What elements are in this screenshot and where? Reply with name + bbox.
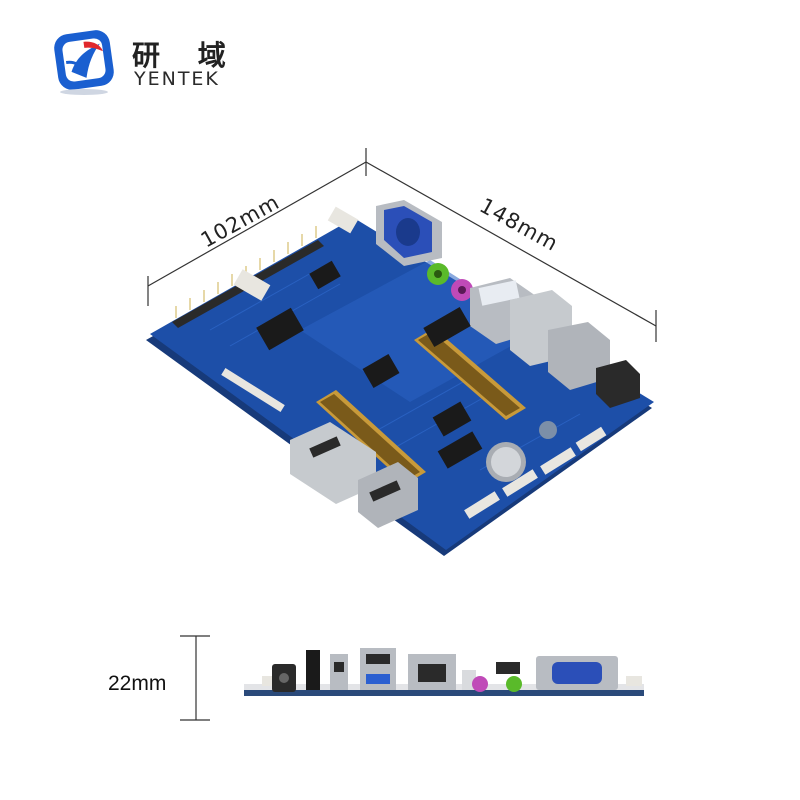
height-dimension-label: 22mm — [108, 672, 167, 695]
capacitor — [539, 421, 557, 439]
ic-chips — [256, 260, 483, 469]
vga-port — [376, 200, 442, 266]
wafer-connectors — [464, 426, 607, 519]
brand-chinese-name: 研 域 — [132, 39, 240, 72]
front-usb-ports — [290, 422, 418, 528]
yentek-logo-icon — [54, 30, 114, 95]
dimension-lines — [147, 148, 657, 342]
side-ports — [262, 648, 642, 692]
memory-slots — [316, 328, 526, 484]
height-dimension-line — [180, 635, 210, 721]
brand-english-name: YENTEK — [134, 68, 220, 90]
rear-io-ports — [470, 278, 640, 408]
pin-headers — [172, 206, 359, 328]
pcb-edge — [244, 690, 644, 696]
fpc-connector — [221, 368, 285, 412]
